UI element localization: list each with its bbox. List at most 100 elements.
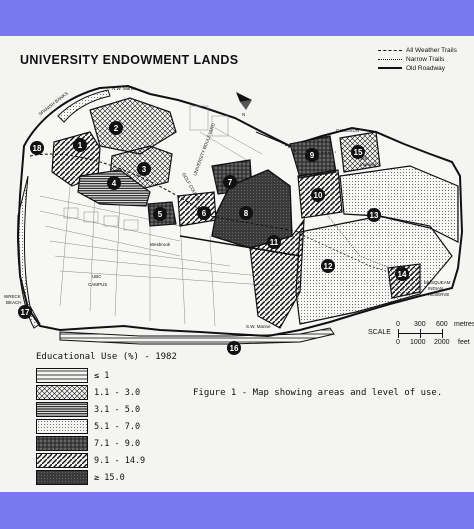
marker-2 bbox=[109, 121, 123, 135]
scale-feet-0: 0 bbox=[396, 339, 400, 346]
marker-11 bbox=[267, 235, 281, 249]
trail-legend-label: Narrow Trails bbox=[406, 56, 445, 63]
scale-tick bbox=[420, 329, 421, 338]
scale-feet-1000: 1000 bbox=[410, 339, 426, 346]
marker-4-label: 4 bbox=[112, 179, 117, 188]
marker-14 bbox=[395, 267, 409, 281]
campus-label: UBC bbox=[92, 274, 102, 279]
marker-16 bbox=[227, 341, 241, 355]
map-drawing: 1 2 3 4 5 6 7 8 9 10 11 12 13 1 bbox=[4, 84, 464, 355]
legend-swatch-dense-h bbox=[36, 402, 88, 417]
legend-row: 1.1 - 3.0 bbox=[36, 384, 166, 401]
trail-legend-label: Old Roadway bbox=[406, 65, 446, 72]
legend-row: 7.1 - 9.0 bbox=[36, 435, 166, 452]
legend-label: 1.1 - 3.0 bbox=[94, 387, 141, 398]
marker-17-label: 17 bbox=[21, 308, 30, 317]
scale-feet-2000: 2000 bbox=[434, 339, 450, 346]
legend-row: 5.1 - 7.0 bbox=[36, 418, 166, 435]
marker-8-label: 8 bbox=[244, 209, 249, 218]
beach-strip bbox=[17, 175, 41, 329]
campus-label-2: CAMPUS bbox=[88, 282, 107, 287]
legend-label: 9.1 - 14.9 bbox=[94, 455, 146, 466]
legend-row: ≥ 15.0 bbox=[36, 469, 166, 486]
legend-label: ≤ 1 bbox=[94, 370, 110, 381]
camosun-label: CAMOSUN bbox=[336, 128, 359, 133]
map-sheet: 1 2 3 4 5 6 7 8 9 10 11 12 13 1 bbox=[0, 36, 474, 492]
north-arrow-label: N bbox=[242, 112, 245, 117]
scale-meters-0: 0 bbox=[396, 321, 400, 328]
legend-swatch-crosshatch bbox=[36, 385, 88, 400]
beach-strip-south bbox=[59, 327, 335, 345]
marker-9 bbox=[305, 148, 319, 162]
scale-tick bbox=[398, 329, 399, 338]
trail-legend-label: All Weather Trails bbox=[406, 47, 457, 54]
marker-2-label: 2 bbox=[114, 124, 119, 133]
marker-12 bbox=[321, 259, 335, 273]
legend-swatch-diag bbox=[36, 453, 88, 468]
bottom-frame-bar bbox=[0, 492, 474, 529]
legend-swatch-grid bbox=[36, 436, 88, 451]
legend-row: 3.1 - 5.0 bbox=[36, 401, 166, 418]
imperial-label: Imperial bbox=[360, 162, 376, 167]
scale-label: SCALE bbox=[368, 329, 391, 336]
trail-legend: All Weather Trails Narrow Trails Old Roa… bbox=[378, 46, 474, 73]
scale-feet-unit: feet bbox=[458, 339, 470, 346]
marker-15 bbox=[351, 145, 365, 159]
legend-row: 9.1 - 14.9 bbox=[36, 452, 166, 469]
trail-legend-row: Narrow Trails bbox=[378, 55, 474, 64]
scale-meters-unit: metres bbox=[454, 321, 474, 328]
legend-label: 7.1 - 9.0 bbox=[94, 438, 141, 449]
legend-swatch-dots bbox=[36, 419, 88, 434]
reserve-label-1: MUSQUEAM bbox=[424, 280, 451, 285]
reserve-label-2: INDIAN bbox=[428, 286, 443, 291]
map-scale: SCALE 0 300 600 metres 0 1000 2000 feet bbox=[368, 321, 474, 353]
scale-meters-600: 600 bbox=[436, 321, 448, 328]
wreck-beach-label-2: BEACH bbox=[6, 300, 22, 305]
marker-3 bbox=[137, 162, 151, 176]
area-markers: 1 2 3 4 5 6 7 8 9 10 11 12 13 1 bbox=[18, 121, 409, 355]
old-roadway-swatch bbox=[378, 66, 402, 71]
legend-label: ≥ 15.0 bbox=[94, 472, 125, 483]
marker-6 bbox=[197, 206, 211, 220]
marker-11-label: 11 bbox=[270, 238, 279, 247]
figure-caption: Figure 1 - Map showing areas and level o… bbox=[193, 388, 443, 398]
marker-15-label: 15 bbox=[354, 148, 363, 157]
legend-label: 5.1 - 7.0 bbox=[94, 421, 141, 432]
trail-legend-row: All Weather Trails bbox=[378, 46, 474, 55]
marker-1-label: 1 bbox=[78, 141, 83, 150]
marker-14-label: 14 bbox=[398, 270, 407, 279]
marker-8 bbox=[239, 206, 253, 220]
area-13 bbox=[339, 165, 459, 243]
marker-3-label: 3 bbox=[142, 165, 147, 174]
reserve-label-3: RESERVE bbox=[428, 292, 449, 297]
area-2 bbox=[89, 97, 177, 155]
scale-tick bbox=[442, 329, 443, 338]
marker-6-label: 6 bbox=[202, 209, 207, 218]
legend-row: ≤ 1 bbox=[36, 367, 166, 384]
beach-strip-north bbox=[57, 89, 111, 123]
road-16th-label: 16th bbox=[360, 156, 369, 161]
marker-7 bbox=[223, 175, 237, 189]
legend-label: 3.1 - 5.0 bbox=[94, 404, 141, 415]
marker-5-label: 5 bbox=[158, 210, 163, 219]
narrow-trail-swatch bbox=[378, 59, 402, 60]
nw-marine-label: N.W. Marine bbox=[112, 86, 137, 91]
marker-13-label: 13 bbox=[370, 211, 379, 220]
marker-13 bbox=[367, 208, 381, 222]
map-title: UNIVERSITY ENDOWMENT LANDS bbox=[20, 53, 239, 67]
legend-swatch-hlines bbox=[36, 368, 88, 383]
marker-7-label: 7 bbox=[228, 178, 233, 187]
legend-title: Educational Use (%) - 1982 bbox=[36, 352, 177, 362]
roads bbox=[29, 131, 421, 283]
sw-marine-label: S.W. Marine bbox=[246, 324, 271, 329]
marker-18 bbox=[30, 141, 44, 155]
marker-5 bbox=[153, 207, 167, 221]
trail-legend-row: Old Roadway bbox=[378, 64, 474, 73]
scale-meters-300: 300 bbox=[414, 321, 426, 328]
wreck-beach-label-1: WRECK bbox=[4, 294, 21, 299]
marker-18-label: 18 bbox=[33, 144, 42, 153]
marker-9-label: 9 bbox=[310, 151, 315, 160]
north-arrow-icon: N bbox=[236, 92, 252, 117]
marker-16-label: 16 bbox=[230, 344, 239, 353]
marker-17 bbox=[18, 305, 32, 319]
